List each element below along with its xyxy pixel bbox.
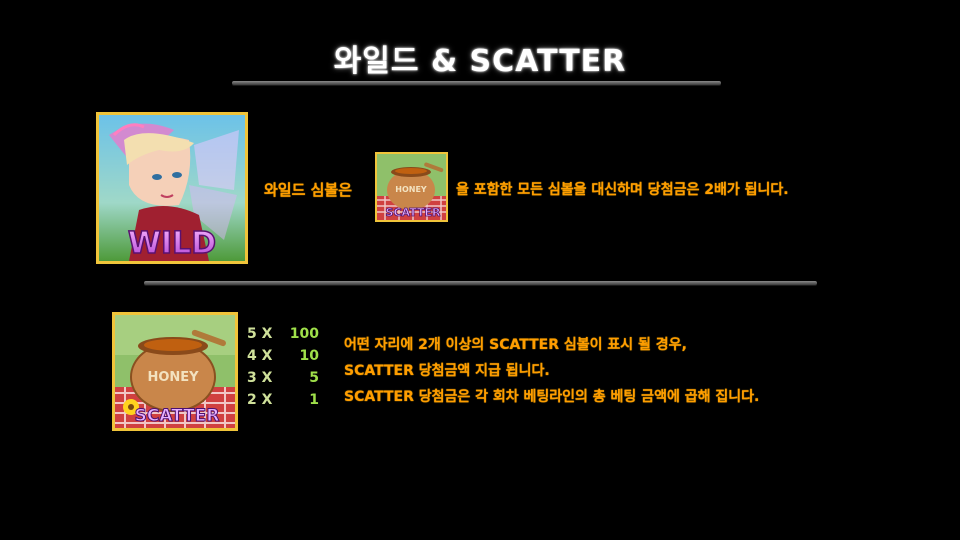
scatter-symbol-image: HONEY SCATTER xyxy=(112,312,238,431)
pay-value: 5 xyxy=(309,370,319,386)
pay-count: 3 X xyxy=(247,370,273,386)
pay-count: 2 X xyxy=(247,392,273,408)
pay-count: 4 X xyxy=(247,348,273,364)
scatter-symbol-label: SCATTER xyxy=(135,406,220,426)
scatter-paytable: 5 X 100 4 X 10 3 X 5 2 X 1 xyxy=(247,324,321,412)
paytable-row: 4 X 10 xyxy=(247,346,321,368)
pay-value: 1 xyxy=(309,392,319,408)
scatter-rule-line: 어떤 자리에 2개 이상의 SCATTER 심볼이 표시 될 경우, xyxy=(344,337,687,353)
pay-value: 10 xyxy=(299,348,319,364)
page-title: 와일드 & SCATTER xyxy=(333,44,627,79)
scatter-inline-pot-label: HONEY xyxy=(395,185,427,194)
scatter-symbol-inline-image: HONEY SCATTER xyxy=(375,152,448,222)
top-divider xyxy=(232,81,721,85)
wild-symbol-image: WILD xyxy=(96,112,248,264)
paytable-row: 3 X 5 xyxy=(247,368,321,390)
paytable-row: 5 X 100 xyxy=(247,324,321,346)
pay-value: 100 xyxy=(289,326,319,342)
paytable-row: 2 X 1 xyxy=(247,390,321,412)
scatter-inline-label: SCATTER xyxy=(386,206,441,219)
scatter-pot-label: HONEY xyxy=(147,370,199,385)
middle-divider xyxy=(144,281,817,285)
pay-count: 5 X xyxy=(247,326,273,342)
wild-description-start: 와일드 심볼은 xyxy=(264,181,353,199)
wild-description-end: 을 포함한 모든 심볼을 대신하며 당첨금은 2배가 됩니다. xyxy=(456,182,789,198)
scatter-rule-line: SCATTER 당첨금은 각 회차 베팅라인의 총 베팅 금액에 곱해 집니다. xyxy=(344,389,760,405)
scatter-rules: 어떤 자리에 2개 이상의 SCATTER 심볼이 표시 될 경우, SCATT… xyxy=(344,334,759,412)
wild-symbol-label: WILD xyxy=(128,226,216,261)
scatter-rule-line: SCATTER 당첨금액 지급 됩니다. xyxy=(344,363,550,379)
